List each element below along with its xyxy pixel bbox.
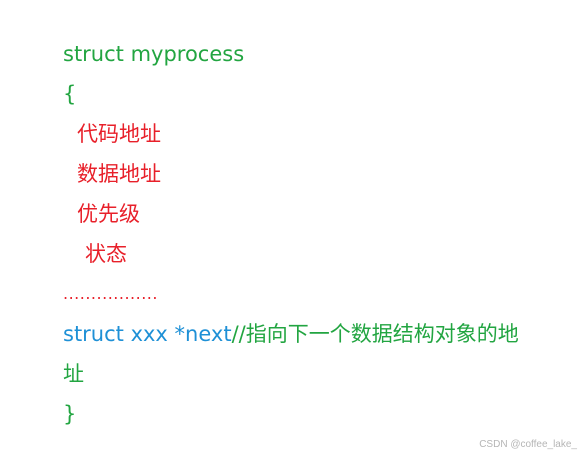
- open-brace: {: [63, 82, 77, 106]
- next-pointer-line: struct xxx *next//指向下一个数据结构对象的地: [63, 314, 563, 354]
- code-block: struct myprocess { 代码地址 数据地址 优先级 状态 ....…: [63, 34, 563, 434]
- field-code-address: 代码地址: [77, 122, 161, 146]
- field-priority: 优先级: [77, 202, 140, 226]
- next-pointer: *next: [167, 322, 232, 346]
- next-comment-wrap: 址: [63, 362, 84, 386]
- field-data-address: 数据地址: [77, 162, 161, 186]
- next-type: struct xxx: [63, 322, 168, 346]
- watermark: CSDN @coffee_lake_: [479, 439, 577, 450]
- close-brace: }: [63, 402, 77, 426]
- next-comment: //指向下一个数据结构对象的地: [231, 322, 519, 346]
- ellipsis-line: .................: [63, 284, 158, 303]
- field-state: 状态: [85, 242, 127, 266]
- struct-declaration: struct myprocess: [63, 42, 245, 66]
